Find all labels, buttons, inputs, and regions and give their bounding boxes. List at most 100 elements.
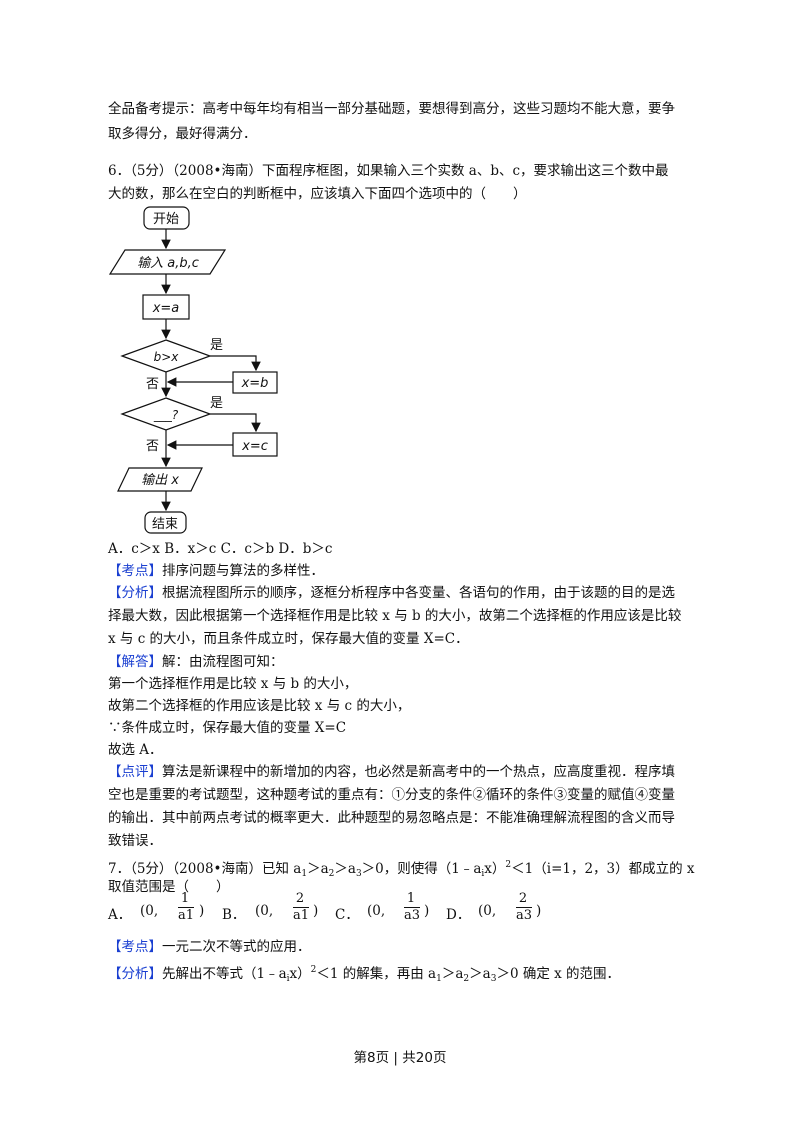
q7-sup: 2 — [505, 860, 512, 870]
flow-cond2-label: ___? — [153, 408, 179, 422]
q6-stem-line-1: 6．（5分）（2008•海南）下面程序框图，如果输入三个实数 a、b、c，要求输… — [108, 163, 669, 179]
q6-fenxi-line-1: 【分析】根据流程图所示的顺序，逐框分析程序中各变量、各语句的作用，由于该题的目的… — [108, 582, 675, 604]
q7-sup: 2 — [310, 965, 317, 975]
kaodian-text: 一元二次不等式的应用． — [162, 939, 311, 955]
q7-sub: 3 — [355, 869, 362, 879]
q7-sub: i — [286, 974, 290, 984]
flow-cond1-label: b>x — [154, 350, 180, 364]
flow-assign-b-label: x=b — [241, 376, 269, 391]
q6-fenxi-line-2: 择最大数，因此根据第一个选择框作用是比较 x 与 b 的大小，故第二个选择框的作… — [108, 608, 682, 624]
q7-seg: 7．（5分）（2008•海南）已知 a — [108, 861, 302, 877]
frac-den: a1 — [293, 908, 310, 923]
q6-jieda-line-2: 故第二个选择框的作用应该是比较 x 与 c 的大小， — [108, 698, 411, 714]
q7-opt-d-close: ) — [536, 903, 542, 919]
q7-opt-a-open: (0, — [140, 903, 159, 919]
q7-seg: x） — [484, 861, 506, 877]
intro-line-1: 全品备考提示：高考中每年均有相当一部分基础题，要想得到高分，这些习题均不能大意，… — [108, 101, 675, 117]
frac-den: a3 — [404, 908, 421, 923]
q7-fenxi: 【分析】先解出不等式（1﹣aix）2＜1 的解集，再由 a1＞a2＞a3＞0 确… — [108, 959, 620, 990]
q7-sub: i — [481, 869, 485, 879]
q7-seg: x） — [289, 966, 311, 982]
fenxi-tag: 【分析】 — [108, 966, 162, 982]
q7-seg: ＞a — [307, 861, 329, 877]
dianping-tag: 【点评】 — [108, 764, 162, 780]
frac-num: 2 — [295, 891, 305, 906]
q6-stem-line-2: 大的数，那么在空白的判断框中，应该填入下面四个选项中的（ ） — [108, 186, 527, 202]
q7-seg: ＞a — [334, 861, 356, 877]
q7-stem-line-1: 7．（5分）（2008•海南）已知 a1＞a2＞a3＞0，则使得（1﹣aix）2… — [108, 854, 695, 885]
jieda-tag: 【解答】 — [108, 654, 162, 670]
flow-no1-label: 否 — [146, 377, 159, 392]
frac-num: 2 — [518, 891, 528, 906]
q7-opt-b-label: B． — [222, 907, 246, 923]
frac-num: 1 — [406, 891, 416, 906]
flow-assign-a-box — [142, 294, 190, 320]
flow-assign-a-label: x=a — [152, 301, 180, 316]
q7-opt-b-open: (0, — [255, 903, 274, 919]
q7-kaodian: 【考点】一元二次不等式的应用． — [108, 936, 311, 958]
flow-end-box — [144, 511, 187, 534]
q6-dianping-line-3: 的输出．其中前两点考试的概率更大．此种题型的易忽略点是：不能准确理解流程图的含义… — [108, 810, 675, 826]
flow-input-label: 输入 a,b,c — [137, 256, 199, 271]
q7-opt-d-label: D． — [446, 907, 471, 923]
jieda-text-0: 解：由流程图可知： — [162, 654, 284, 670]
flow-cond2-diamond — [120, 397, 212, 431]
page-footer: 第8页 | 共20页 — [353, 1050, 447, 1066]
flow-start-box — [143, 206, 190, 230]
flow-input-box — [108, 249, 227, 275]
flow-assign-c-label: x=c — [241, 439, 268, 454]
flow-no2-label: 否 — [146, 439, 159, 454]
q6-dianping-line-2: 空也是重要的考试题型，这种题考试的重点有：①分支的条件②循环的条件③变量的赋值④… — [108, 787, 675, 803]
q7-seg: ＜1（i=1，2，3）都成立的 x — [511, 861, 695, 877]
frac-den: a1 — [178, 908, 195, 923]
q6-jieda-line-0: 【解答】解：由流程图可知： — [108, 651, 284, 673]
q6-kaodian: 【考点】排序问题与算法的多样性． — [108, 560, 324, 582]
fenxi-tag: 【分析】 — [108, 585, 162, 601]
q6-jieda-line-4: 故选 A． — [108, 742, 163, 758]
flow-yes1-label: 是 — [210, 338, 223, 353]
q7-opt-c-open: (0, — [367, 903, 386, 919]
q7-sub: 3 — [490, 974, 497, 984]
q7-opt-c-label: C． — [335, 907, 359, 923]
fenxi-text-1: 根据流程图所示的顺序，逐框分析程序中各变量、各语句的作用，由于该题的目的是选 — [162, 585, 675, 601]
q7-opt-a-close: ) — [199, 903, 205, 919]
intro-line-2: 取多得分，最好得满分． — [108, 126, 257, 142]
flow-output-box — [117, 467, 203, 492]
q6-dianping-line-1: 【点评】算法是新课程中的新增加的内容，也必然是新高考中的一个热点，应高度重视．程… — [108, 761, 675, 783]
frac-num: 1 — [180, 891, 190, 906]
q7-seg: ＞a — [469, 966, 491, 982]
q6-dianping-line-4: 致错误． — [108, 833, 162, 849]
q6-jieda-line-3: ∵条件成立时，保存最大值的变量 X=C — [108, 720, 347, 736]
flow-assign-c-box — [232, 432, 278, 457]
frac-den: a3 — [516, 908, 533, 923]
q7-seg: ＜1 的解集，再由 a — [316, 966, 437, 982]
q7-opt-b-close: ) — [313, 903, 319, 919]
q7-sub: 2 — [328, 869, 335, 879]
kaodian-tag: 【考点】 — [108, 563, 162, 579]
q7-sub: 1 — [436, 974, 442, 984]
q6-jieda-line-1: 第一个选择框作用是比较 x 与 b 的大小， — [108, 676, 358, 692]
q7-opt-a-label: A． — [108, 907, 132, 923]
q7-stem-line-2: 取值范围是（ ） — [108, 879, 230, 895]
q7-sub: 1 — [301, 869, 308, 879]
dianping-text-1: 算法是新课程中的新增加的内容，也必然是新高考中的一个热点，应高度重视．程序填 — [162, 764, 675, 780]
flow-end-label: 结束 — [152, 517, 178, 532]
flow-assign-b-box — [232, 371, 278, 394]
flow-output-label: 输出 x — [141, 473, 179, 488]
flow-start-label: 开始 — [153, 212, 179, 227]
q7-seg: 先解出不等式（1﹣a — [162, 966, 287, 982]
q7-opt-c-close: ) — [424, 903, 430, 919]
q7-sub: 2 — [463, 974, 470, 984]
kaodian-tag: 【考点】 — [108, 939, 162, 955]
q7-opt-d-open: (0, — [478, 903, 497, 919]
flow-cond1-diamond — [120, 339, 212, 373]
kaodian-text: 排序问题与算法的多样性． — [162, 563, 324, 579]
q6-fenxi-line-3: x 与 c 的大小，而且条件成立时，保存最大值的变量 X=C． — [108, 631, 469, 647]
q7-seg: ＞0 确定 x 的范围． — [496, 966, 621, 982]
flow-yes2-label: 是 — [210, 396, 223, 411]
q7-seg: ＞a — [441, 966, 464, 982]
